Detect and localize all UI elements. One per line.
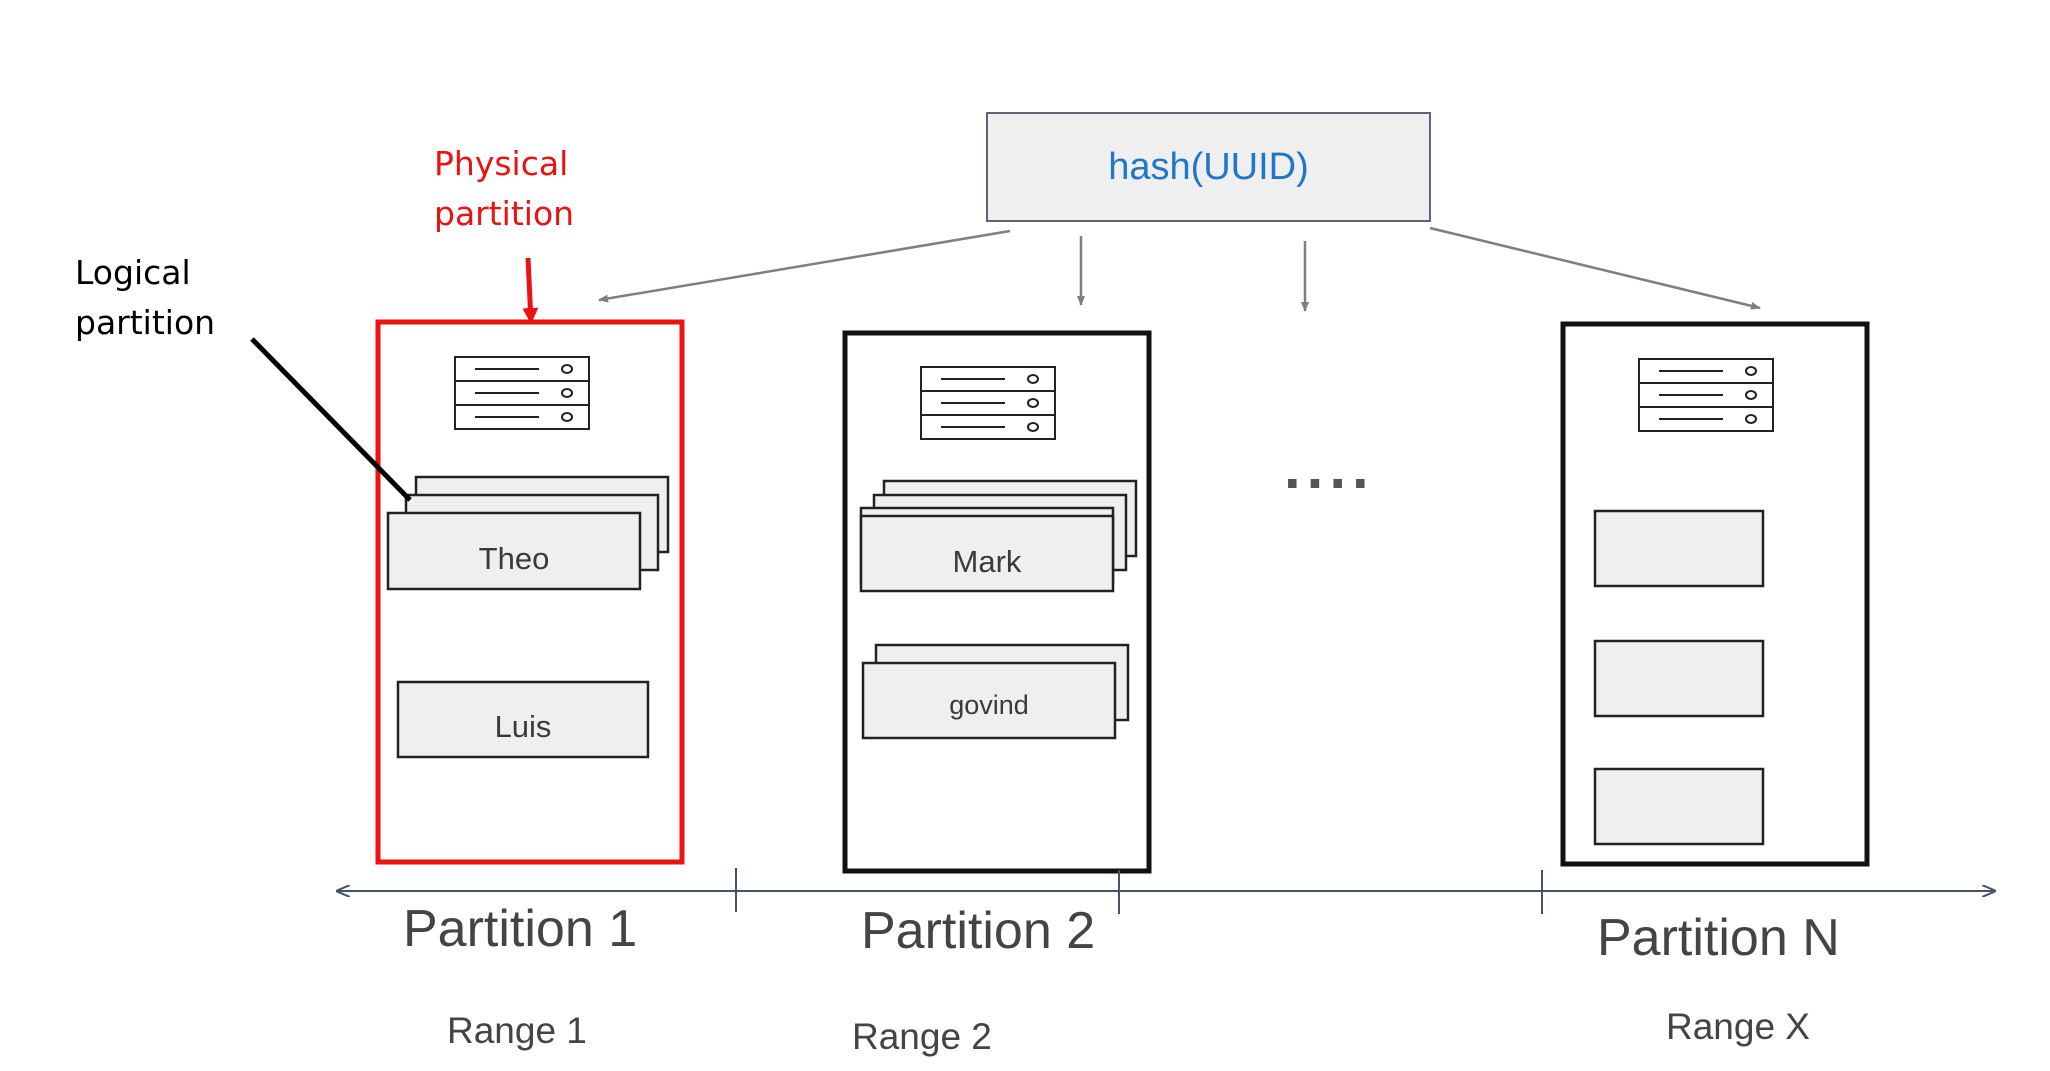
partition-2-card-stack-mark — [859, 479, 1138, 593]
partition-2-label: Partition 2 — [861, 902, 1096, 960]
partition-n-card-2 — [1593, 639, 1765, 718]
partition-1-label: Partition 1 — [403, 900, 638, 958]
partition-n-server-icon — [1638, 358, 1774, 432]
range-x-label: Range X — [1666, 1006, 1810, 1047]
hash-arrow-p1 — [598, 229, 1011, 303]
logical-partition-key-luis: Luis — [494, 709, 552, 744]
logical-partition-pointer — [250, 337, 412, 502]
hash-function-box: hash(UUID) — [986, 112, 1431, 222]
more-partitions-ellipsis: .... — [1284, 434, 1375, 501]
partition-1-card-luis — [396, 680, 650, 759]
logical-partition-key-mark: Mark — [952, 544, 1022, 579]
partition-1-card-stack-theo — [386, 475, 670, 591]
logical-partition-key-theo: Theo — [478, 541, 550, 576]
hash-function-label: hash(UUID) — [1108, 145, 1309, 188]
logical-partition-line-1: Logical — [75, 253, 191, 292]
logical-partition-line-2: partition — [75, 303, 216, 342]
physical-partition-line-1: Physical — [434, 144, 569, 183]
partition-n-label: Partition N — [1597, 909, 1840, 967]
logical-partition-key-govind: govind — [949, 690, 1029, 720]
partition-2-card-stack-govind — [861, 643, 1130, 740]
partition-n-card-3 — [1593, 767, 1765, 846]
partition-n-card-1 — [1593, 509, 1765, 588]
physical-partition-line-2: partition — [434, 194, 575, 233]
logical-partition-annotation: Logical partition — [75, 248, 215, 348]
range-2-label: Range 2 — [852, 1016, 992, 1057]
partition-2-box — [842, 330, 1152, 874]
partition-1-server-icon — [454, 356, 590, 430]
range-1-label: Range 1 — [447, 1010, 587, 1051]
hash-arrow-pn — [1429, 226, 1761, 310]
physical-partition-annotation: Physical partition — [434, 139, 574, 239]
partition-2-server-icon — [920, 366, 1056, 440]
physical-partition-arrow — [522, 257, 539, 324]
partition-n-box — [1560, 321, 1870, 867]
